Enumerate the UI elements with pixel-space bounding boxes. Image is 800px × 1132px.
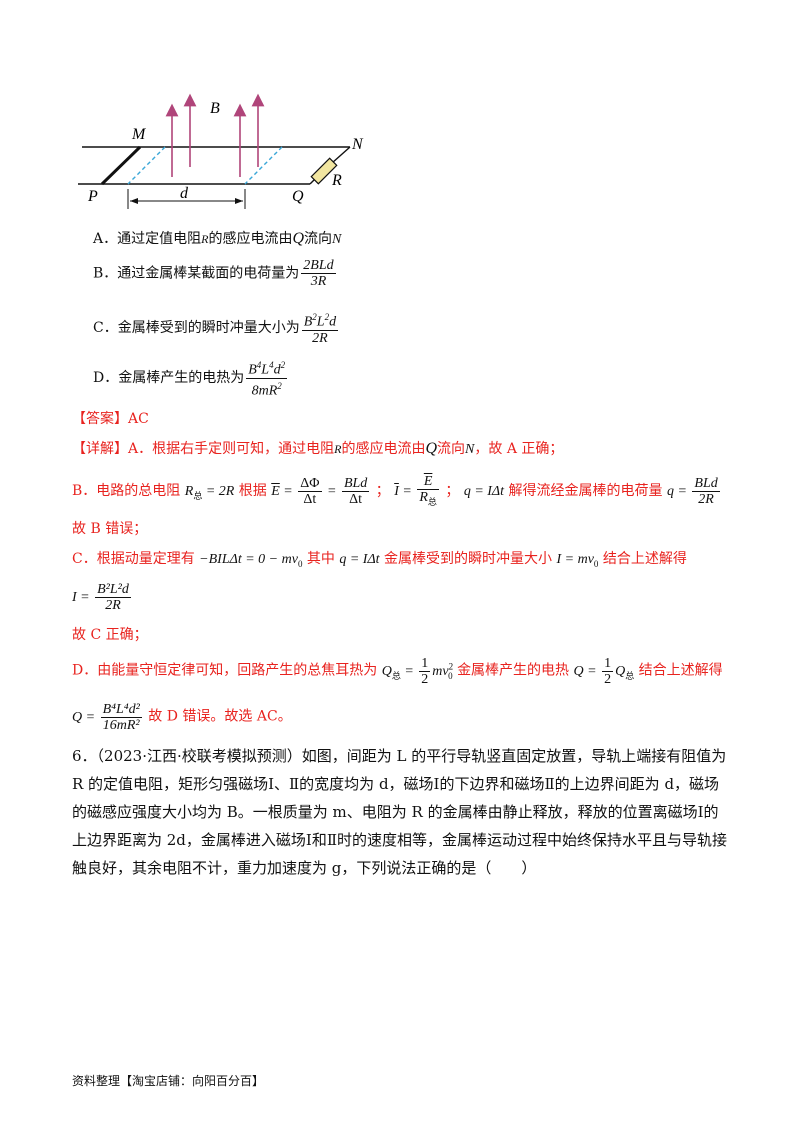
- metal-rod: [100, 145, 142, 186]
- label-d: d: [180, 185, 189, 202]
- resistor: [310, 157, 338, 185]
- label-M: M: [131, 126, 147, 143]
- answer-line: 【答案】AC: [72, 411, 149, 427]
- field-boundary-left: [127, 146, 166, 185]
- label-N: N: [351, 136, 364, 153]
- explain-a: 【详解】A．根据右手定则可知，通过电阻R的感应电流由Q流向N，故 A 正确；: [72, 440, 564, 457]
- circuit-diagram: B M N P Q R d: [78, 93, 364, 209]
- label-Q: Q: [292, 188, 304, 205]
- explain-c: C．根据动量定理有 −BILΔt = 0 − mv0 其中 q = IΔt 金属…: [72, 551, 687, 569]
- explain-c-end: 故 C 正确；: [72, 627, 148, 643]
- explain-b-end: 故 B 错误；: [72, 521, 148, 537]
- field-boundary-right: [244, 146, 283, 185]
- option-a: A．通过定值电阻R的感应电流由Q流向N: [93, 230, 342, 247]
- question-6: 6．（2023·江西·校联考模拟预测）如图，间距为 L 的平行导轨竖直固定放置，…: [72, 747, 728, 877]
- label-R: R: [331, 172, 342, 189]
- label-B: B: [210, 100, 220, 117]
- label-P: P: [87, 188, 98, 205]
- footer: 资料整理【淘宝店铺：向阳百分百】: [72, 1074, 265, 1088]
